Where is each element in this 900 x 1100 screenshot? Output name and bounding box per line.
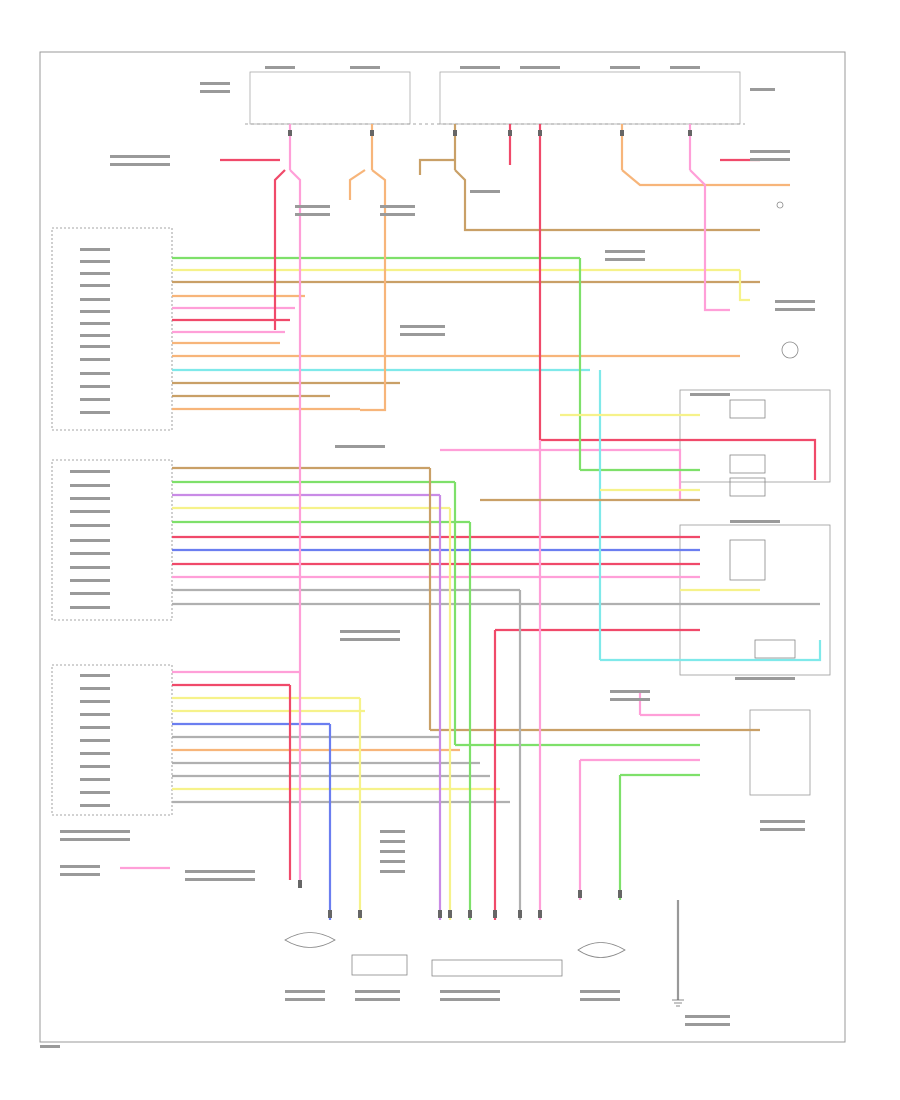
pcm-connector-c1 — [51, 227, 173, 431]
fuse-icon — [538, 130, 542, 136]
wires-vertical — [120, 124, 822, 1000]
connector-icon — [493, 910, 497, 918]
switch-icon — [776, 201, 784, 209]
wires-section-3 — [172, 670, 510, 804]
instrument-cluster-box — [679, 389, 831, 483]
pcm-connector-c3 — [51, 664, 173, 816]
switch-block-bottom — [351, 954, 408, 976]
connector-icon — [448, 910, 452, 918]
transmission-box — [679, 524, 831, 676]
fuse-icon — [453, 130, 457, 136]
fuse-icon — [370, 130, 374, 136]
connector-icon — [358, 910, 362, 918]
switch-icon — [781, 341, 799, 359]
ground-icon — [672, 999, 684, 1007]
label-blocks — [40, 66, 815, 1048]
connector-icon — [518, 910, 522, 918]
sensor-icon — [284, 932, 336, 948]
diagram-frame — [39, 51, 846, 1043]
sensor-icon — [577, 942, 626, 958]
wires-section-2 — [172, 466, 820, 606]
connector-icon — [298, 880, 302, 888]
connector-markers — [288, 130, 692, 918]
wires-section-1 — [172, 256, 760, 411]
fuse-icon — [508, 130, 512, 136]
sensors-bottom — [284, 932, 684, 1007]
right-components — [729, 201, 799, 659]
fuse-icon — [620, 130, 624, 136]
pcm-connector-c2 — [51, 459, 173, 621]
connector-block-bottom — [431, 959, 563, 977]
fuse-block-right — [439, 71, 741, 125]
fuse-icon — [288, 130, 292, 136]
fuse-block-left — [249, 71, 411, 125]
connector-icon — [618, 890, 622, 898]
connector-icon — [538, 910, 542, 918]
cruise-module-box — [749, 709, 811, 796]
fuse-icon — [688, 130, 692, 136]
connector-icon — [438, 910, 442, 918]
connector-icon — [328, 910, 332, 918]
connector-icon — [468, 910, 472, 918]
connector-icon — [578, 890, 582, 898]
